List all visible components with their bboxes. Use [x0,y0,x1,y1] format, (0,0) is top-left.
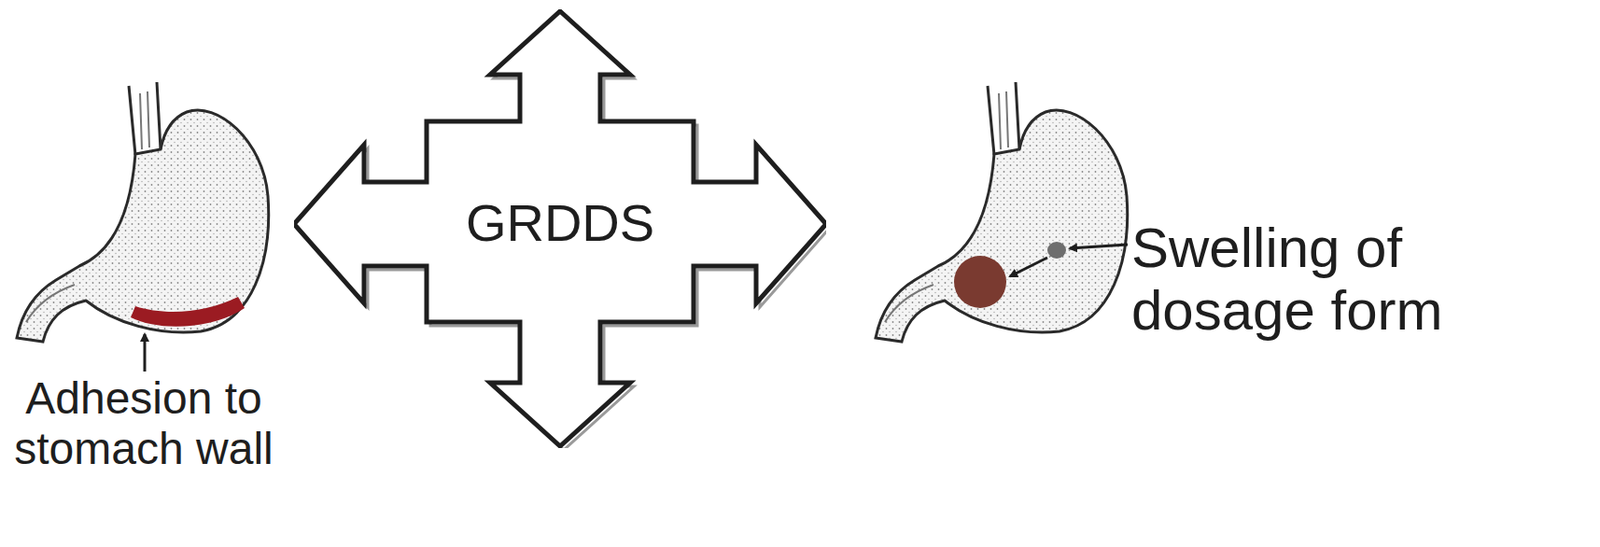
stomach-right [875,82,1128,342]
callout-label: Swelling of dosage form [1131,216,1594,342]
adhesion-patch [130,296,245,327]
callout-label: Adhesion to stomach wall [3,373,284,475]
swollen-dosage-form [954,255,1007,309]
node-title: GRDDS [465,192,655,253]
dosage-form [1047,241,1067,259]
four-way-arrow: GRDDS [294,9,827,449]
stomach-left [16,82,269,372]
